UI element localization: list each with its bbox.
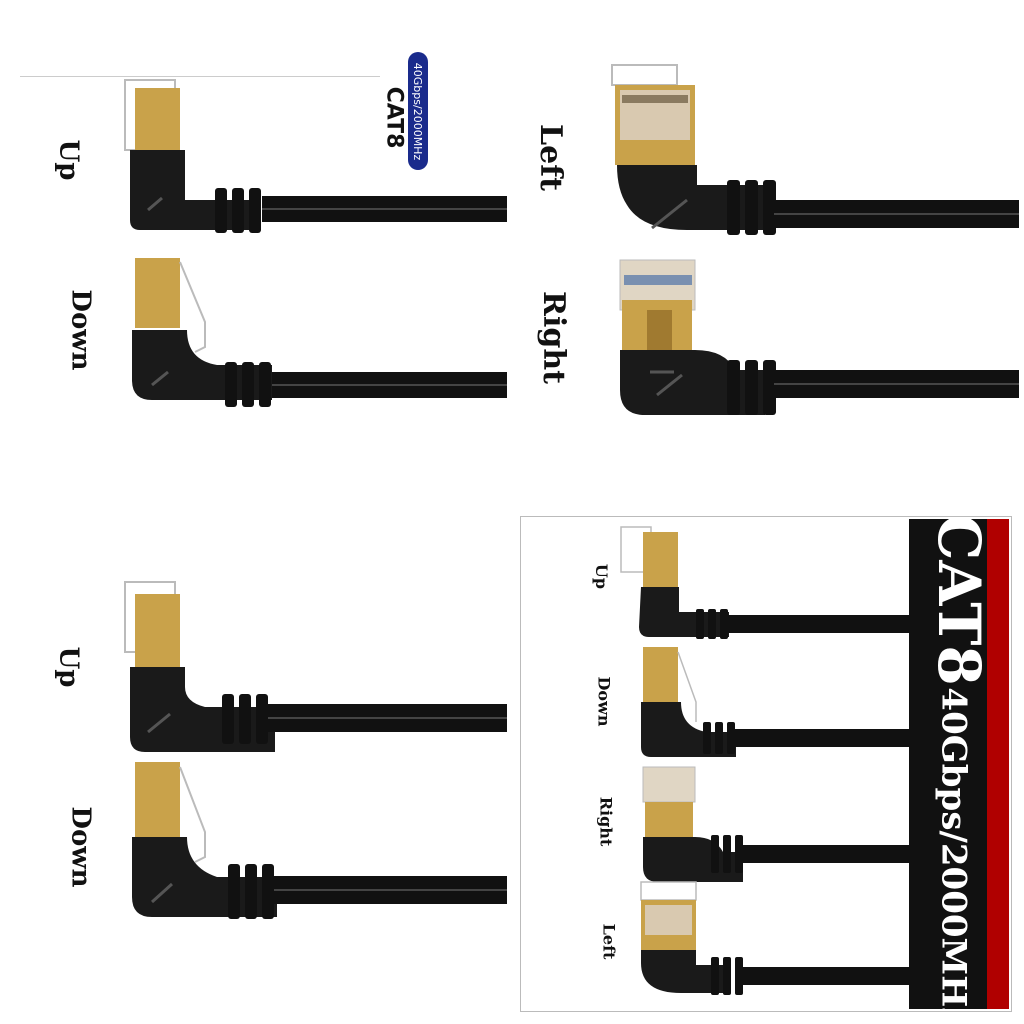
- mini-cables: [620, 526, 911, 995]
- badge-spec-pill: 40Gbps/2000MHz: [408, 52, 428, 170]
- mini-label-left: Left: [599, 923, 619, 960]
- label-right: Right: [535, 291, 571, 384]
- sidebar-spec: 40Gbps/2000MHz: [934, 687, 974, 1012]
- mini-label-down: Down: [594, 676, 614, 727]
- cable-up-connector-2: [124, 581, 507, 752]
- label-down-2: Down: [65, 806, 96, 888]
- mini-label-right: Right: [596, 796, 616, 847]
- cable-up-connector: [20, 76, 507, 233]
- mini-label-up: Up: [592, 563, 612, 590]
- label-down: Down: [65, 289, 96, 371]
- cable-right-connector: [619, 259, 1019, 415]
- red-stripe: [987, 519, 1009, 1009]
- panel-top-right: Left Right: [512, 0, 1024, 450]
- panel-bottom-left: Up Down: [0, 512, 512, 1024]
- panel-bottom-right: CAT8 40Gbps/2000MHz Up: [520, 516, 1012, 1012]
- cable-down-connector: [132, 258, 507, 407]
- cable-left-connector: [611, 64, 1019, 235]
- badge-cat8-word: CAT8: [381, 86, 407, 148]
- cat8-badge: 40Gbps/2000MHz CAT8: [380, 52, 430, 172]
- cable-down-connector-2: [132, 762, 507, 919]
- panel-top-left: Up Down 40Gbps/2000MHz CAT8: [0, 0, 512, 450]
- sidebar-title: CAT8: [925, 516, 994, 686]
